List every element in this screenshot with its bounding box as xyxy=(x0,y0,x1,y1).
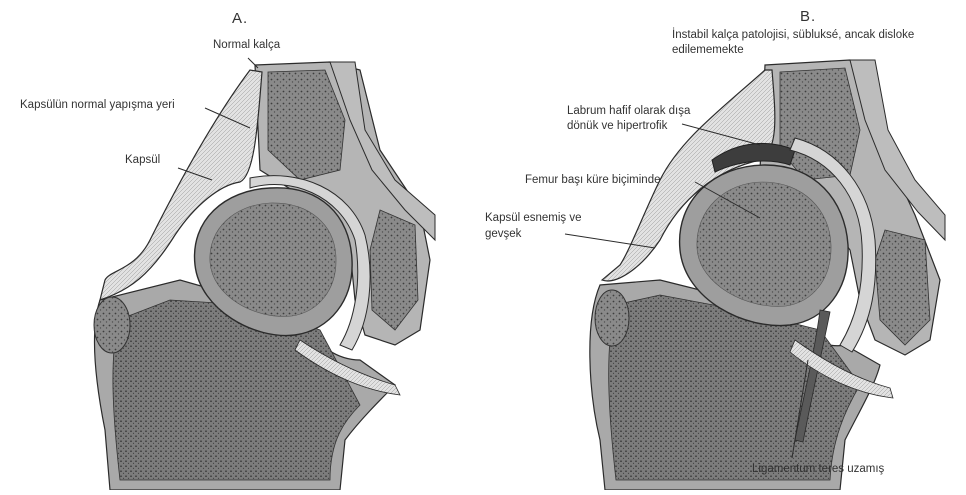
label-capsule: Kapsül xyxy=(125,153,160,167)
panel-a-letter: A. xyxy=(232,10,248,27)
leader-normal-hip xyxy=(248,58,258,68)
label-labrum-1: Labrum hafif olarak dışa xyxy=(567,104,690,118)
label-normal-hip: Normal kalça xyxy=(213,38,280,52)
label-capsule-stretched-1: Kapsül esnemiş ve xyxy=(485,211,582,225)
trochanter-a xyxy=(94,297,130,353)
label-capsule-stretched-2: gevşek xyxy=(485,227,521,241)
femur-a-cancellous xyxy=(113,300,360,480)
label-instability-title-1: İnstabil kalça patolojisi, sübluksé, anc… xyxy=(672,28,914,42)
label-femoral-head: Femur başı küre biçiminde xyxy=(525,173,661,187)
label-instability-title-2: edilememekte xyxy=(672,43,744,57)
label-ligamentum-teres: Ligamentum teres uzamış xyxy=(752,462,884,476)
label-labrum-2: dönük ve hipertrofik xyxy=(567,119,667,133)
panel-b-letter: B. xyxy=(800,8,816,25)
trochanter-b xyxy=(595,290,629,346)
panel-a-drawing xyxy=(94,62,435,490)
label-capsule-attachment: Kapsülün normal yapışma yeri xyxy=(20,98,175,112)
